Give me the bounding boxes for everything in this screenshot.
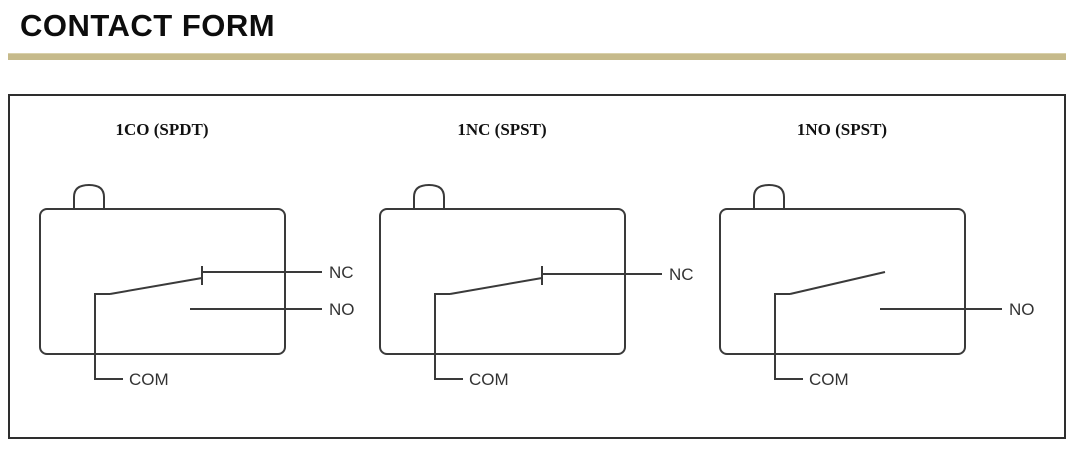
plunger-button-icon (413, 183, 445, 209)
accent-bar (8, 53, 1066, 60)
com-label: COM (469, 370, 509, 389)
lever-line (109, 277, 203, 295)
switch-body (719, 208, 966, 355)
diagram-title: 1NO (SPST) (796, 120, 888, 139)
diagram-1nc-spst: 1NC (SPST) NC COM (370, 120, 700, 437)
lever-line (789, 271, 886, 295)
circuit-1nc: NC COM (379, 183, 694, 389)
com-lead-line (94, 293, 123, 380)
nc-label: NC (669, 265, 694, 284)
diagram-title: 1CO (SPDT) (115, 120, 209, 139)
contact-form-panel: 1CO (SPDT) NC NO COM 1NC (SPST) NC COM (8, 94, 1066, 439)
com-lead-line (434, 293, 463, 380)
no-label: NO (329, 300, 355, 319)
com-lead-line (774, 293, 803, 380)
page-title: CONTACT FORM (20, 8, 276, 43)
diagram-1no-spst: 1NO (SPST) NO COM (710, 120, 1040, 437)
switch-body (39, 208, 286, 355)
plunger-button-icon (753, 183, 785, 209)
diagram-title: 1NC (SPST) (457, 120, 547, 139)
diagram-1co-spdt: 1CO (SPDT) NC NO COM (30, 120, 360, 437)
circuit-1no: NO COM (719, 183, 1035, 389)
nc-label: NC (329, 263, 354, 282)
switch-body (379, 208, 626, 355)
com-label: COM (809, 370, 849, 389)
plunger-button-icon (73, 183, 105, 209)
com-label: COM (129, 370, 169, 389)
no-label: NO (1009, 300, 1035, 319)
circuit-1co: NC NO COM (39, 183, 355, 389)
lever-line (449, 277, 543, 295)
